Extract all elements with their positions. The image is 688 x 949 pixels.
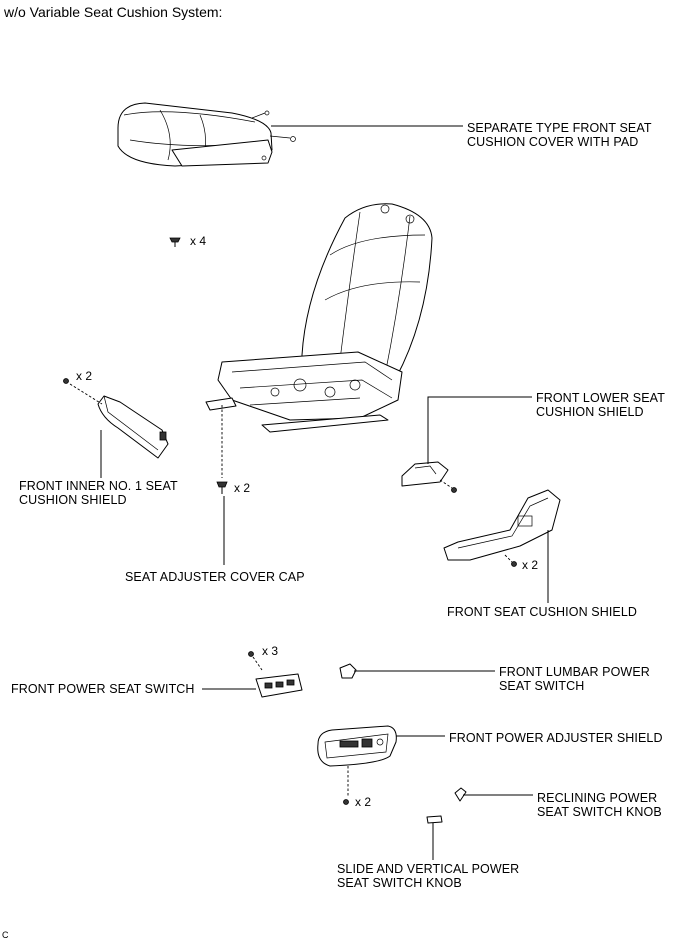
diagram-header: w/o Variable Seat Cushion System: <box>4 4 223 20</box>
qty-screw-cushion: x 2 <box>522 558 539 572</box>
screw-icon <box>248 651 254 657</box>
slide-knob-illustration <box>426 815 443 824</box>
label-reclining-knob: RECLINING POWER SEAT SWITCH KNOB <box>537 791 662 819</box>
cushion-shield-dash <box>504 554 513 563</box>
label-lower-shield: FRONT LOWER SEAT CUSHION SHIELD <box>536 391 665 419</box>
clip-icon <box>169 237 181 247</box>
label-power-switch: FRONT POWER SEAT SWITCH <box>11 682 195 696</box>
lower-shield-leader <box>427 396 532 464</box>
figure-code: C <box>2 930 9 940</box>
lower-shield-illustration <box>401 461 449 487</box>
inner-shield-illustration <box>97 395 169 459</box>
screw-icon <box>511 561 517 567</box>
qty-clip-top: x 4 <box>190 234 207 248</box>
label-adjuster-shield: FRONT POWER ADJUSTER SHIELD <box>449 731 663 745</box>
screw-icon <box>63 378 69 384</box>
cap-icon <box>216 481 228 494</box>
seat-frame-illustration <box>205 203 433 433</box>
reclining-knob-illustration <box>454 787 467 802</box>
switch-dash <box>252 656 263 671</box>
label-cover-cap: SEAT ADJUSTER COVER CAP <box>125 570 305 584</box>
screw-icon <box>451 487 457 493</box>
adjuster-shield-illustration <box>317 725 397 767</box>
screw-icon <box>343 799 349 805</box>
label-inner-shield: FRONT INNER NO. 1 SEAT CUSHION SHIELD <box>19 479 178 507</box>
lumbar-switch-illustration <box>339 663 357 679</box>
qty-screw-switch: x 3 <box>262 644 279 658</box>
label-cushion-shield: FRONT SEAT CUSHION SHIELD <box>447 605 638 619</box>
lower-shield-dash <box>439 479 453 489</box>
power-switch-illustration <box>255 673 303 698</box>
cushion-shield-illustration <box>443 489 561 561</box>
label-lumbar-switch: FRONT LUMBAR POWER SEAT SWITCH <box>499 665 650 693</box>
screw-inner-dash <box>69 383 103 405</box>
label-cushion-cover: SEPARATE TYPE FRONT SEAT CUSHION COVER W… <box>467 121 652 149</box>
label-slide-knob: SLIDE AND VERTICAL POWER SEAT SWITCH KNO… <box>337 862 520 890</box>
qty-screw-adjuster: x 2 <box>355 795 372 809</box>
qty-screw-inner: x 2 <box>76 369 93 383</box>
qty-cap: x 2 <box>234 481 251 495</box>
cushion-cover-illustration <box>117 102 296 167</box>
